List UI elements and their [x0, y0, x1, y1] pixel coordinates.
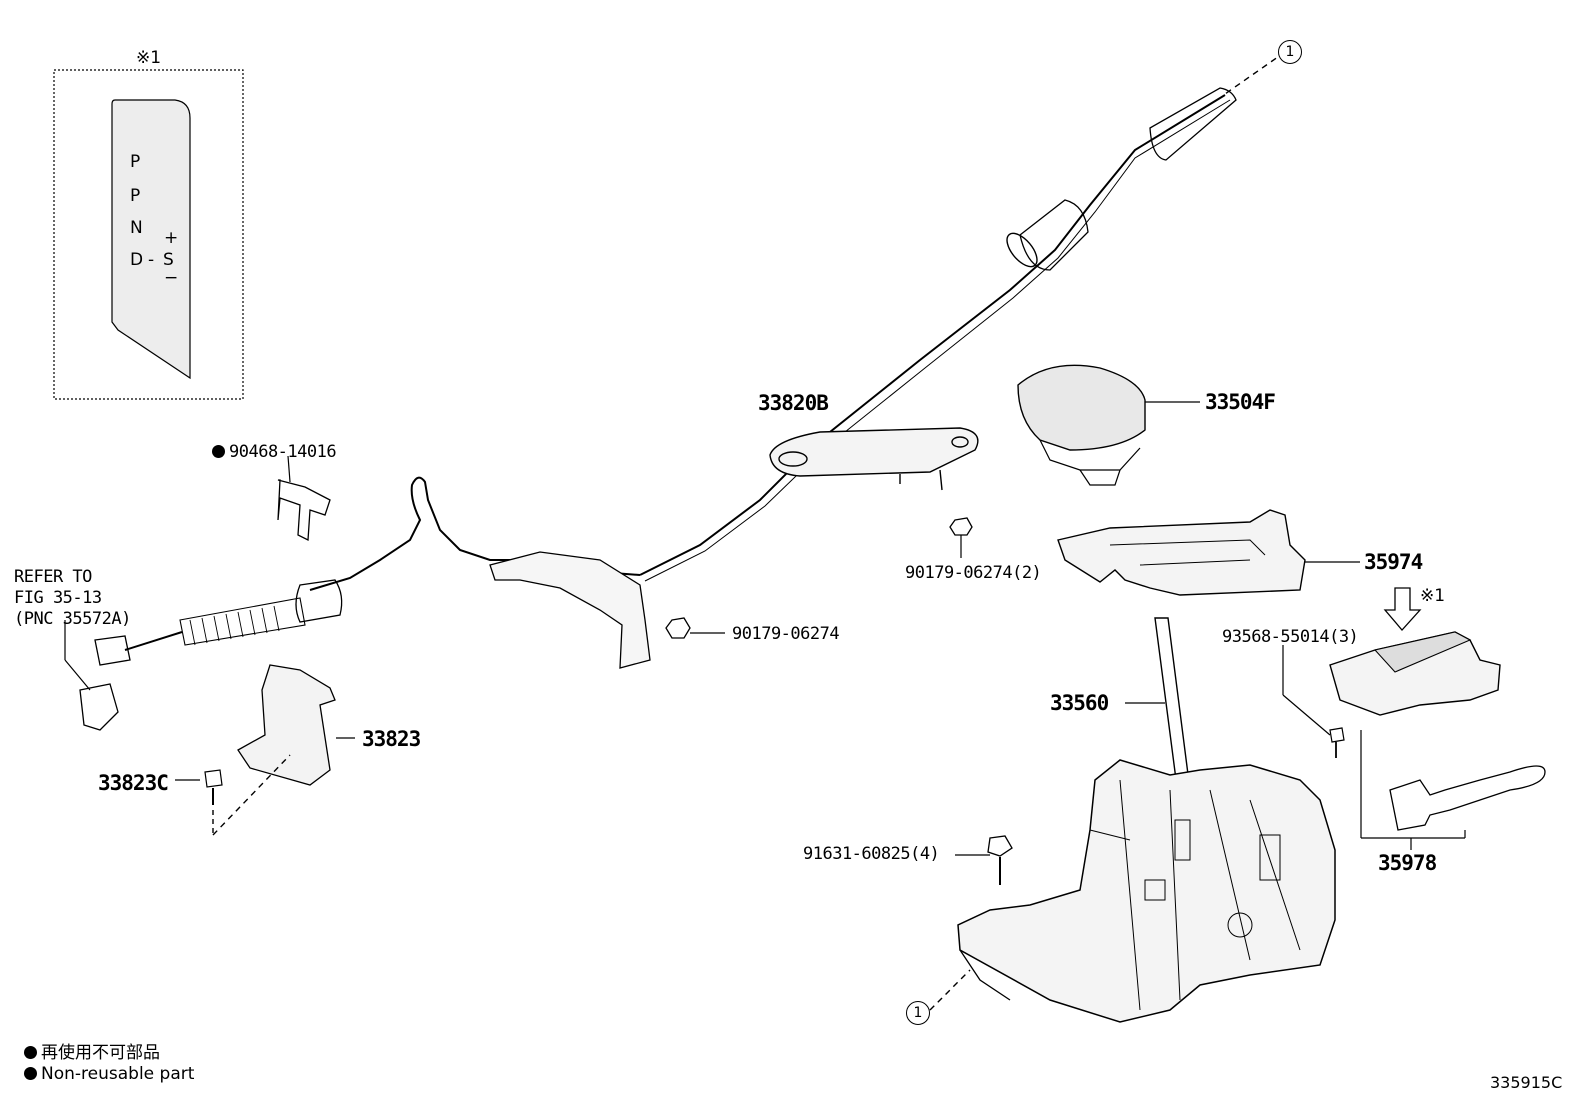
- nut-90179: [665, 617, 691, 639]
- legend-en: Non-reusable part: [24, 1064, 194, 1084]
- cable-mount-bracket: [489, 551, 651, 669]
- part-label-33823: 33823: [362, 727, 421, 751]
- indicator-lens: [1373, 631, 1472, 673]
- screw-93568: [1329, 727, 1345, 743]
- shifter-housing: [957, 759, 1336, 1023]
- part-label-91631-60825: 91631-60825(4): [803, 844, 940, 864]
- cable-boot: [1019, 199, 1089, 271]
- part-label-90468-14016: 90468-14016: [212, 442, 337, 462]
- nut-90179-2: [949, 517, 973, 536]
- gate-letter-s: S: [163, 250, 174, 270]
- wiring-harness-35978: [1389, 765, 1546, 831]
- cable-cover-33823: [237, 664, 336, 786]
- lower-cable: [309, 476, 641, 591]
- shift-cable: [639, 94, 1226, 576]
- cable-end-rod: [1149, 87, 1237, 161]
- cable-spring: [179, 597, 306, 646]
- shift-lever-33560: [1154, 617, 1191, 796]
- cable-end-connector: [79, 683, 119, 731]
- gate-letter-n: N: [130, 218, 143, 238]
- non-reusable-dot-icon: [212, 445, 225, 458]
- inset-note-mark: ※1: [136, 48, 162, 68]
- part-label-33820B: 33820B: [758, 391, 829, 415]
- leader-90468: [287, 455, 291, 483]
- gate-plus: +: [164, 228, 179, 248]
- gate-letter-d: D: [130, 250, 144, 270]
- cable-end-rod-lower: [124, 631, 183, 651]
- gate-minus: −: [164, 268, 179, 288]
- part-label-93568-55014: 93568-55014(3): [1222, 627, 1359, 647]
- part-label-35974: 35974: [1364, 550, 1423, 574]
- leader-connector-top: [1224, 51, 1286, 95]
- legend-dot-icon: [24, 1046, 37, 1059]
- clip-90468: [277, 479, 331, 542]
- gate-letter-p2: P: [130, 186, 141, 206]
- indicator-housing-35974: [1057, 509, 1306, 596]
- gate-letter-p1: P: [130, 152, 141, 172]
- part-label-refer-3: (PNC 35572A): [14, 609, 131, 629]
- arrow-note-mark: ※1: [1420, 586, 1446, 606]
- legend-jp-text: 再使用不可部品: [41, 1043, 160, 1063]
- legend-dot-icon: [24, 1067, 37, 1080]
- gate-dash: -: [148, 250, 155, 270]
- leader-connector-bottom: [929, 969, 971, 1011]
- part-number-90468: 90468-14016: [229, 442, 337, 462]
- part-label-refer-2: FIG 35-13: [14, 588, 102, 608]
- figure-id: 335915C: [1490, 1073, 1563, 1092]
- part-label-33560: 33560: [1050, 691, 1109, 715]
- cable-lower-boot: [295, 579, 343, 623]
- part-label-90179-06274-2: 90179-06274(2): [905, 563, 1042, 583]
- arrow-note1: [1383, 587, 1422, 631]
- bolt-33823C: [204, 769, 223, 788]
- bolt-91631: [987, 835, 1013, 857]
- cable-eye: [94, 635, 131, 666]
- shift-gate-plate: [111, 99, 191, 380]
- part-label-33823C: 33823C: [98, 771, 169, 795]
- part-label-refer-1: REFER TO: [14, 567, 92, 587]
- part-label-33504F: 33504F: [1205, 390, 1276, 414]
- legend-jp: 再使用不可部品: [24, 1038, 160, 1063]
- cable-bracket-33820B: [769, 427, 979, 477]
- part-label-90179-06274: 90179-06274: [732, 624, 840, 644]
- shift-knob-33504F: [1017, 364, 1146, 451]
- part-label-35978: 35978: [1378, 851, 1437, 875]
- connector-marker-bottom: 1: [906, 1001, 930, 1025]
- inset-box: [53, 69, 244, 400]
- legend-en-text: Non-reusable part: [41, 1064, 195, 1084]
- connector-marker-top: 1: [1278, 40, 1302, 64]
